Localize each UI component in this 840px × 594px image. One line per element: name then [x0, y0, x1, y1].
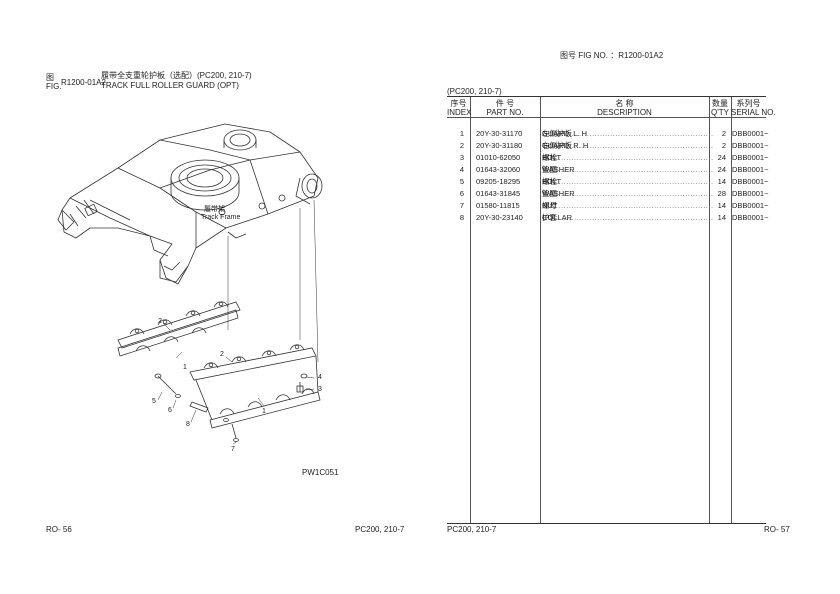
- callout-number: 1: [183, 364, 187, 371]
- table-row: 5 09205-18295 螺栓........................…: [459, 177, 769, 186]
- fig-label-cn: 图: [46, 73, 54, 82]
- table-row: 7 01580-11815 螺母........................…: [459, 201, 769, 210]
- right-page-model: PC200, 210-7: [447, 525, 497, 534]
- callout-number: 2: [220, 351, 224, 358]
- table-row: 3 01010-62050 螺栓........................…: [459, 153, 769, 162]
- fig-number: R1200-01A2: [61, 78, 106, 87]
- figure-title-en: TRACK FULL ROLLER GUARD (OPT): [101, 81, 239, 90]
- column-divider: [731, 97, 732, 523]
- left-page-number: RO- 56: [46, 525, 72, 534]
- fig-label-en: FIG.: [46, 82, 62, 91]
- drawing-code: PW1C051: [302, 468, 339, 477]
- column-divider: [470, 97, 471, 523]
- callout-number: 4: [318, 374, 322, 381]
- table-row: 8 20Y-30-23140 护套.......................…: [459, 213, 769, 222]
- column-divider: [540, 97, 541, 523]
- fig-no-header: 图号 FIG NO. ：R1200-01A2: [560, 51, 664, 60]
- callout-number: 2: [158, 318, 162, 325]
- callout-number: 3: [318, 386, 322, 393]
- table-row: 6 01643-31845 垫圈........................…: [459, 189, 769, 198]
- table-row: 4 01643-32060 垫圈........................…: [459, 165, 769, 174]
- callout-number: 5: [152, 398, 156, 405]
- left-page-model: PC200, 210-7: [355, 525, 405, 534]
- column-divider: [709, 97, 710, 523]
- table-row: 2 20Y-30-31180 右侧护板.....................…: [459, 141, 769, 150]
- callout-number: 1: [262, 408, 266, 415]
- header-divider: [447, 117, 766, 118]
- figure-title-cn: 履带全支重轮护板（选配）(PC200, 210-7): [101, 71, 252, 80]
- callout-number: 8: [186, 421, 190, 428]
- callout-number: 6: [168, 407, 172, 414]
- callout-number: 7: [231, 446, 235, 453]
- track-frame-label-en: Track Frame: [201, 214, 241, 221]
- track-frame-label-cn: 履带架: [204, 206, 225, 213]
- right-page-number: RO- 57: [764, 525, 790, 534]
- table-row: 1 20Y-30-31170 左侧护板.....................…: [459, 129, 769, 138]
- model-label: (PC200, 210-7): [447, 87, 502, 96]
